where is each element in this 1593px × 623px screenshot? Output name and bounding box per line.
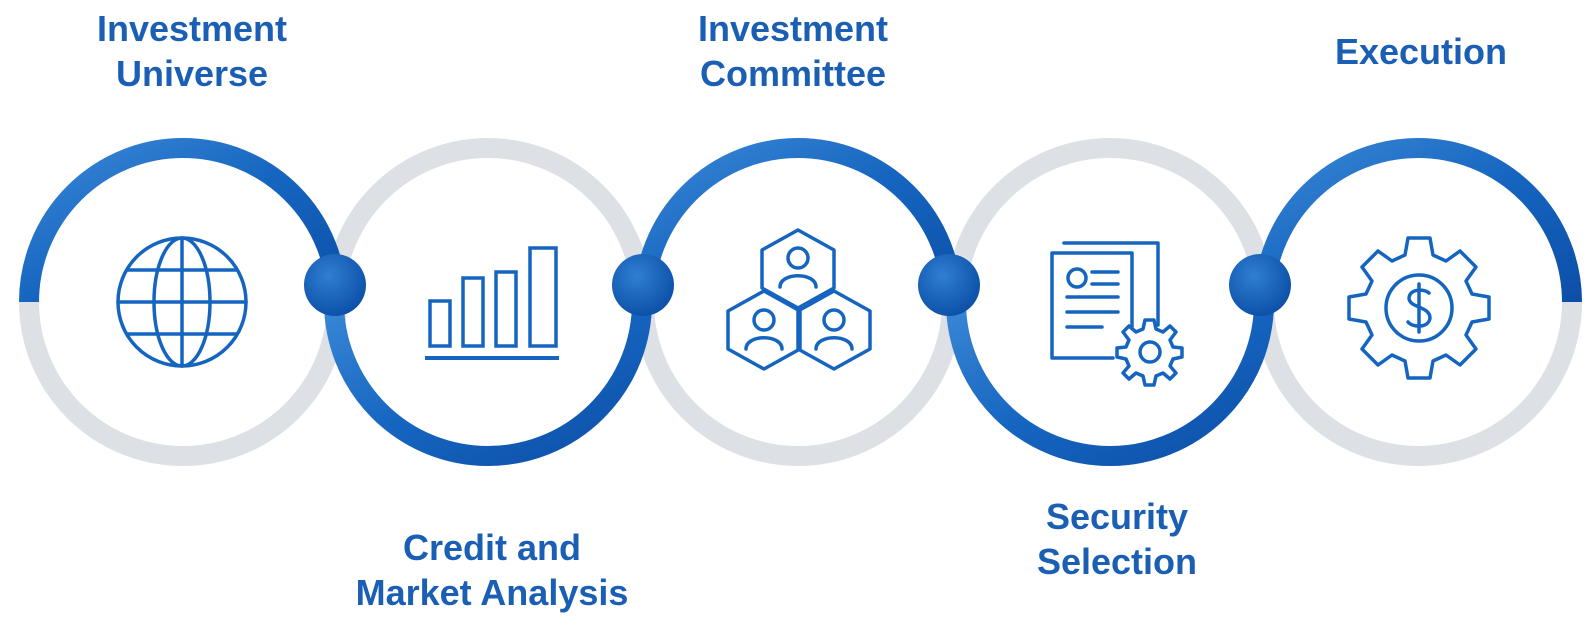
team-hexagon-icon: [726, 228, 872, 371]
ring-4-arc: [946, 301, 1274, 466]
connector-node-2: [612, 254, 674, 316]
ring-5-arc: [1254, 138, 1582, 303]
globe-icon: [116, 236, 248, 368]
step-label-line2: Market Analysis: [355, 572, 629, 613]
step-label-credit-market-analysis: Credit and Market Analysis: [342, 525, 642, 615]
connector-node-3: [918, 254, 980, 316]
step-label-line2: Selection: [1036, 541, 1198, 582]
step-label-line1: Execution: [1334, 31, 1508, 72]
step-label-line1: Investment: [96, 8, 288, 49]
ring-2-arc: [324, 301, 652, 466]
ring-1-arc: [19, 138, 347, 303]
bar-chart-icon: [425, 246, 559, 360]
step-label-line1: Security: [1045, 496, 1189, 537]
step-label-line1: Credit and: [402, 527, 581, 568]
ring-3-arc: [634, 138, 962, 303]
dollar-gear-icon: [1347, 236, 1491, 380]
step-label-security-selection: Security Selection: [967, 494, 1267, 584]
step-label-investment-committee: Investment Committee: [643, 6, 943, 96]
connector-node-1: [304, 254, 366, 316]
step-label-investment-universe: Investment Universe: [42, 6, 342, 96]
step-label-line2: Committee: [699, 53, 887, 94]
step-label-line2: Universe: [115, 53, 269, 94]
step-label-line1: Investment: [697, 8, 889, 49]
connector-node-4: [1229, 254, 1291, 316]
document-settings-icon: [1050, 241, 1184, 387]
step-label-execution: Execution: [1271, 29, 1571, 74]
